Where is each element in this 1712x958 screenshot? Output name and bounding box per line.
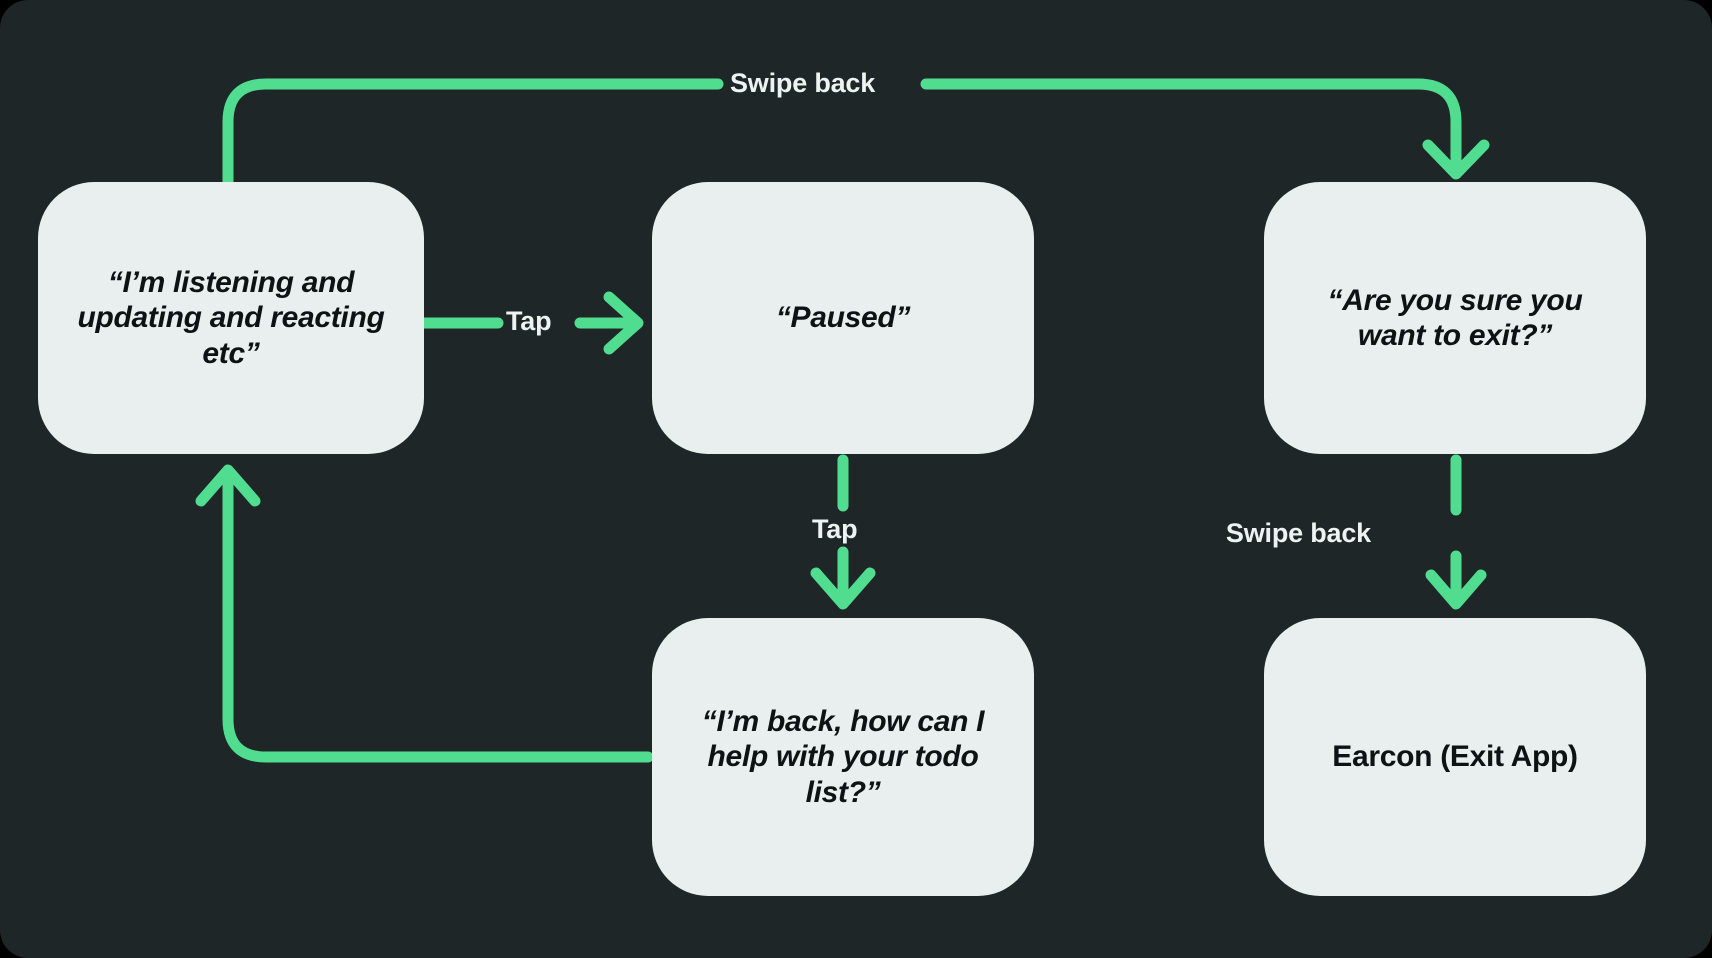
edge-label-tap-horizontal: Tap [506, 306, 552, 336]
edge-label-swipe-back-right: Swipe back [1225, 518, 1371, 548]
node-earcon-label: Earcon (Exit App) [1332, 740, 1578, 774]
node-listening-label: “I’m listening and updating and reacting… [77, 266, 385, 370]
edge-imback-to-listening-line [222, 472, 654, 763]
node-paused-label: “Paused” [775, 301, 911, 335]
edge-paused-to-imback-arrowhead [810, 567, 876, 610]
edge-listening-to-confirm-line-left [222, 78, 724, 188]
node-im-back-label: “I’m back, how can I help with your todo… [701, 705, 985, 809]
edge-imback-to-listening-arrowhead [195, 464, 261, 507]
edge-label-swipe-back-top: Swipe back [730, 68, 876, 98]
edge-listening-to-confirm-line-right [920, 78, 1462, 176]
edge-listening-to-paused-arrowhead [603, 291, 644, 355]
edge-confirm-to-earcon-arrowhead [1425, 569, 1487, 610]
node-paused[interactable]: “Paused” [652, 182, 1034, 454]
edge-listening-to-confirm-arrowhead [1422, 139, 1490, 180]
node-listening[interactable]: “I’m listening and updating and reacting… [38, 182, 424, 454]
node-confirm-exit[interactable]: “Are you sure you want to exit?” [1264, 182, 1646, 454]
node-im-back[interactable]: “I’m back, how can I help with your todo… [652, 618, 1034, 896]
edge-label-tap-vertical: Tap [812, 514, 858, 544]
node-confirm-exit-label: “Are you sure you want to exit?” [1327, 283, 1583, 352]
node-earcon[interactable]: Earcon (Exit App) [1264, 618, 1646, 896]
